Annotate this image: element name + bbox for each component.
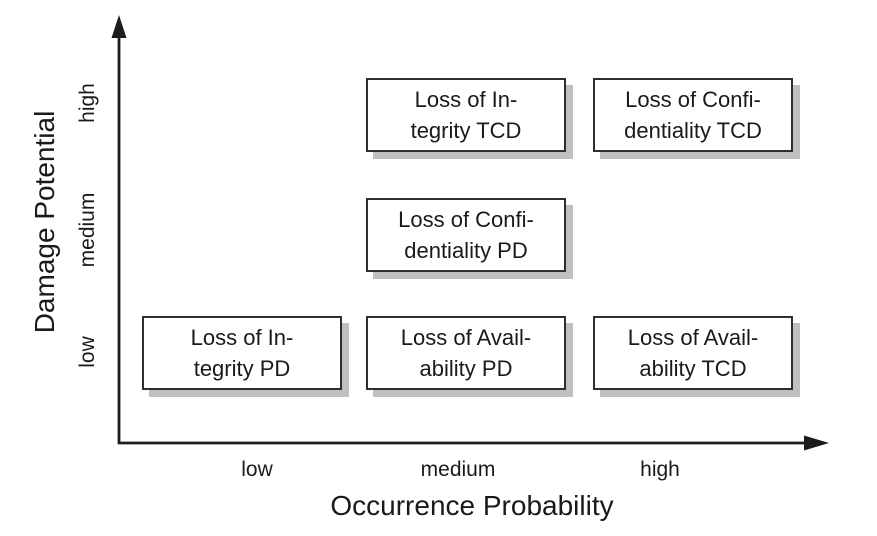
box-label-line2: tegrity TCD (410, 118, 522, 143)
box-label-line1: Loss of Avail- (400, 325, 532, 350)
box-loss-of-integrity-pd: Loss of In- tegrity PD (142, 316, 342, 390)
box-label-line2: dentiality TCD (624, 118, 762, 143)
box-label-line1: Loss of In- (190, 325, 294, 350)
box-label-line1: Loss of In- (414, 87, 518, 112)
box-label-line2: ability TCD (639, 356, 747, 381)
box-label-line2: tegrity PD (193, 356, 291, 381)
box-loss-of-confidentiality-tcd: Loss of Confi- dentiality TCD (593, 78, 793, 152)
box-loss-of-integrity-tcd: Loss of In- tegrity TCD (366, 78, 566, 152)
box-loss-of-confidentiality-pd: Loss of Confi- dentiality PD (366, 198, 566, 272)
box-label-line2: dentiality PD (404, 238, 528, 263)
y-tick-high: high (76, 83, 99, 123)
box-label-line1: Loss of Avail- (627, 325, 759, 350)
x-tick-medium: medium (420, 458, 496, 481)
x-axis-arrow-icon (804, 435, 829, 451)
y-axis-arrow-icon (111, 15, 127, 38)
box-label-line1: Loss of Confi- (398, 207, 534, 232)
box-label-line1: Loss of Confi- (625, 87, 761, 112)
y-tick-low: low (76, 336, 99, 368)
x-axis-title: Occurrence Probability (330, 490, 614, 521)
box-label-line2: ability PD (419, 356, 513, 381)
y-axis-title: Damage Potential (29, 110, 60, 334)
x-tick-high: high (640, 458, 680, 481)
x-tick-low: low (241, 458, 273, 481)
box-loss-of-availability-tcd: Loss of Avail- ability TCD (593, 316, 793, 390)
box-loss-of-availability-pd: Loss of Avail- ability PD (366, 316, 566, 390)
y-tick-medium: medium (76, 192, 99, 268)
